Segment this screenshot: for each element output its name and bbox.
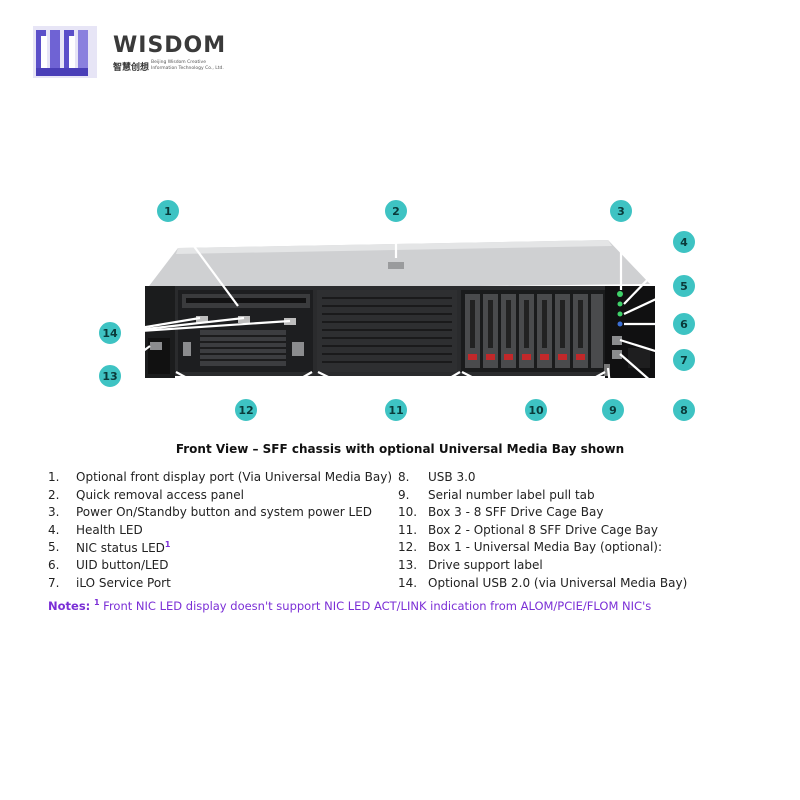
notes-label: Notes: (48, 598, 91, 613)
footnote: Notes: 1 Front NIC LED display doesn't s… (48, 598, 651, 613)
legend-text: Drive support label (428, 557, 543, 572)
diagram-caption: Front View – SFF chassis with optional U… (175, 442, 625, 456)
wisdom-logo-icon (33, 26, 97, 78)
callout-1: 1 (164, 205, 172, 218)
callout-4: 4 (680, 236, 688, 249)
legend-number: 2. (48, 487, 60, 502)
legend-text: USB 3.0 (428, 470, 476, 484)
nic-status-led (617, 311, 623, 317)
legend-number: 4. (48, 522, 60, 537)
legend-text: Box 3 - 8 SFF Drive Cage Bay (428, 505, 604, 520)
callout-3: 3 (617, 205, 625, 218)
callout-2: 2 (392, 205, 400, 218)
health-led (617, 301, 623, 307)
legend-number: 8. (398, 470, 410, 484)
legend-text: NIC status LED (76, 541, 165, 556)
legend-text: Box 2 - Optional 8 SFF Drive Cage Bay (428, 522, 658, 537)
legend-text: iLO Service Port (76, 575, 171, 590)
legend-number: 7. (48, 575, 60, 590)
access-panel-latch (388, 262, 404, 269)
callout-14: 14 (102, 327, 118, 340)
legend-number: 6. (48, 557, 60, 572)
footnote-marker: 1 (164, 540, 171, 550)
legend-number: 11. (398, 522, 418, 537)
logo-subtitle-line1: Beijing Wisdom Creative (151, 60, 206, 65)
usb3-port (612, 350, 622, 359)
power-button (617, 291, 623, 297)
legend-text: Quick removal access panel (76, 487, 244, 502)
legend-text: UID button/LED (76, 557, 169, 572)
legend-text: Box 1 - Universal Media Bay (optional): (428, 540, 663, 555)
logo-chinese-name: 智慧创想 (113, 63, 150, 73)
logo-subtitle-line2: Information Technology Co., Ltd. (151, 66, 224, 71)
legend-text: Health LED (76, 522, 143, 537)
ilo-service-port (612, 336, 622, 345)
callout-10: 10 (528, 404, 544, 417)
legend-text: Optional USB 2.0 (via Universal Media Ba… (428, 575, 688, 590)
legend-number: 1. (48, 470, 60, 484)
uid-button (617, 321, 623, 327)
serial-label-tab (604, 364, 610, 376)
company-logo: WISDOM 智慧创想 Beijing Wisdom Creative Info… (33, 24, 233, 80)
legend-text: Serial number label pull tab (428, 487, 595, 502)
callout-7: 7 (680, 354, 688, 367)
legend-number: 9. (398, 487, 410, 502)
legend-number: 12. (398, 540, 418, 555)
legend-number: 14. (398, 575, 418, 590)
callout-13: 13 (102, 370, 117, 383)
legend-number: 3. (48, 505, 60, 520)
callout-8: 8 (680, 404, 688, 417)
server-front-view-diagram: 1 2 3 4 5 6 7 8 9 10 11 12 13 14 (97, 198, 697, 423)
legend-text: Optional front display port (Via Univers… (76, 470, 392, 484)
logo-wordmark: WISDOM (113, 33, 227, 58)
legend-text: Power On/Standby button and system power… (76, 505, 373, 520)
notes-text: Front NIC LED display doesn't support NI… (103, 598, 652, 613)
legend-number: 13. (398, 557, 418, 572)
legend-number: 10. (398, 505, 418, 520)
callout-6: 6 (680, 318, 688, 331)
legend-number: 5. (48, 540, 60, 555)
callout-9: 9 (609, 404, 617, 417)
callout-11: 11 (388, 404, 403, 417)
callout-12: 12 (238, 404, 253, 417)
callout-5: 5 (680, 280, 688, 293)
footnote-marker: 1 (93, 598, 100, 607)
legend-text-wrapper: NIC status LED1 (76, 540, 170, 555)
